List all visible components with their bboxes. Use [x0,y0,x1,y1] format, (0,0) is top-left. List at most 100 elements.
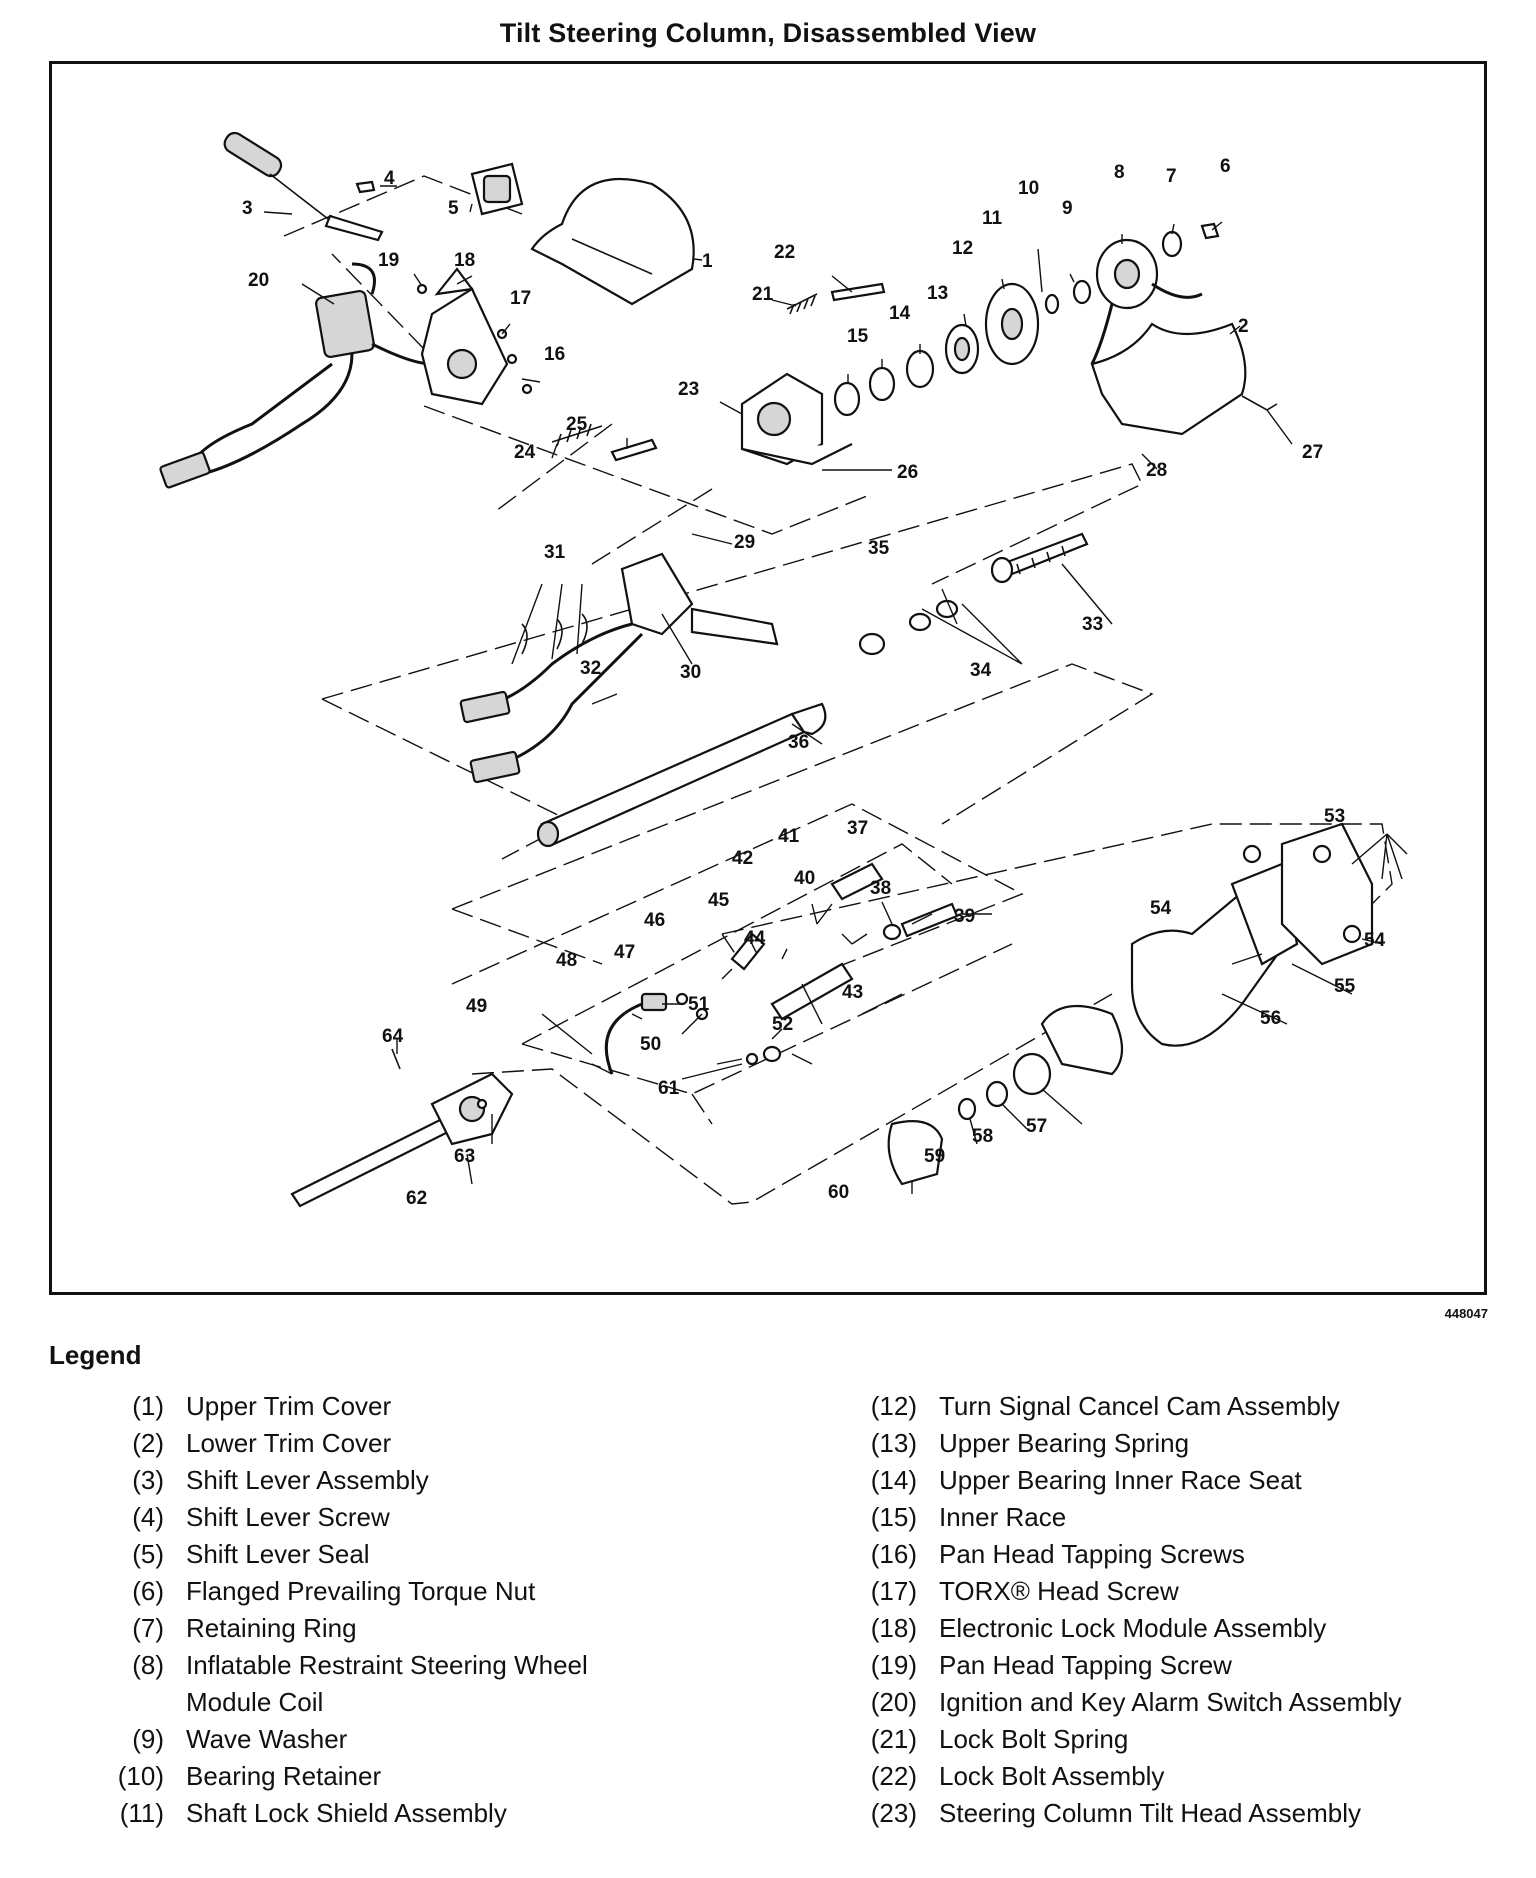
callout-64: 64 [382,1026,404,1047]
callout-13: 13 [927,283,948,304]
callout-7: 7 [1166,166,1177,187]
bearing-retainer-and-washer [1044,279,1092,315]
callout-28: 28 [1146,460,1167,481]
callout-44: 44 [744,928,766,949]
callout-27: 27 [1302,442,1323,463]
callout-17: 17 [510,288,531,309]
callout-1: 1 [702,251,713,272]
multifunction-switch-and-harness [459,552,779,784]
legend-number: (2) [132,1428,164,1458]
legend-number: (6) [132,1576,164,1606]
callout-35: 35 [868,538,890,559]
legend-number: (12) [870,1391,917,1421]
shift-tube-parts [730,862,959,1021]
diagram-frame: 1 2 3 4 5 6 7 8 9 10 11 12 13 14 15 16 1… [49,61,1487,1295]
upper-shaft-and-bearing [858,532,1089,656]
legend-column-left: (1)Upper Trim Cover (2)Lower Trim Cover … [92,1388,752,1832]
legend-item: (8)Inflatable Restraint Steering Wheel M… [92,1647,752,1721]
retaining-ring-and-nut [1161,222,1220,258]
callout-9: 9 [1062,198,1073,219]
legend-item: (2)Lower Trim Cover [92,1425,752,1462]
callout-12: 12 [952,238,973,259]
callout-57: 57 [1026,1116,1047,1137]
legend-item: (3) Shift Lever Assembly [92,1462,752,1499]
legend-label: Wave Washer [186,1724,348,1754]
callout-59: 59 [924,1146,945,1167]
callout-31: 31 [544,542,566,563]
lock-bolt-spring-and-pin [551,423,658,462]
legend-number: (3) [132,1465,164,1495]
lock-bolt-assembly [786,282,886,315]
legend-label: Inflatable Restraint Steering Wheel Modu… [186,1650,588,1717]
legend-item: (17)TORX® Head Screw [845,1573,1505,1610]
legend-item: (7)Retaining Ring [92,1610,752,1647]
callout-15: 15 [847,326,869,347]
legend-item: (19)Pan Head Tapping Screw [845,1647,1505,1684]
legend-item: (21)Lock Bolt Spring [845,1721,1505,1758]
legend-label: Upper Bearing Spring [939,1428,1190,1458]
legend-label: Shift Lever Screw [186,1502,390,1532]
legend-label: Shift Lever Assembly [186,1465,429,1495]
callout-14: 14 [889,303,911,324]
legend-label: Turn Signal Cancel Cam Assembly [939,1391,1340,1421]
legend-item: (23)Steering Column Tilt Head Assembly [845,1795,1505,1832]
legend-item: (1)Upper Trim Cover [92,1388,752,1425]
legend-number: (20) [870,1687,917,1717]
inner-race-and-seats [833,349,935,417]
callout-48: 48 [556,950,577,971]
legend-number: (9) [132,1724,164,1754]
legend-item: (15)Inner Race [845,1499,1505,1536]
legend-item: (6)Flanged Prevailing Torque Nut [92,1573,752,1610]
legend-number: (23) [870,1798,917,1828]
callout-56: 56 [1260,1008,1281,1029]
callout-54-left: 54 [1150,898,1172,919]
shift-lever-assembly [223,131,384,242]
callout-labels: 1 2 3 4 5 6 7 8 9 10 11 12 13 14 15 16 1… [242,156,1386,1209]
legend-label: Electronic Lock Module Assembly [939,1613,1327,1643]
figure-code: 448047 [1444,1306,1488,1321]
legend-label: TORX® Head Screw [939,1576,1179,1606]
legend-number: (4) [132,1502,164,1532]
callout-39: 39 [954,906,975,927]
legend-item: (10)Bearing Retainer [92,1758,752,1795]
turn-signal-cancel-cam [944,323,980,375]
callout-46: 46 [644,910,665,931]
legend-item: (14)Upper Bearing Inner Race Seat [845,1462,1505,1499]
callout-40: 40 [794,868,815,889]
callout-33: 33 [1082,614,1103,635]
callout-49: 49 [466,996,487,1017]
legend-item: (13) Upper Bearing Spring [845,1425,1505,1462]
callout-2: 2 [1238,316,1249,337]
legend-item: (12) Turn Signal Cancel Cam Assembly [845,1388,1505,1425]
callout-30: 30 [680,662,701,683]
legend-label: Upper Trim Cover [186,1391,392,1421]
callout-8: 8 [1114,162,1125,183]
legend-number: (15) [870,1502,917,1532]
legend-number: (14) [870,1465,917,1495]
legend-label: Pan Head Tapping Screws [939,1539,1245,1569]
clip-27 [1241,395,1278,411]
electronic-lock-module-assembly [420,267,509,406]
callout-20: 20 [248,270,269,291]
legend-item: (16)Pan Head Tapping Screws [845,1536,1505,1573]
callout-54-right: 54 [1364,930,1386,951]
callout-53: 53 [1324,806,1345,827]
callout-42: 42 [732,848,753,869]
legend-number: (22) [870,1761,917,1791]
callout-34: 34 [970,660,992,681]
ignition-and-key-alarm-switch-assembly [159,262,433,489]
shift-lever-seal [470,162,524,216]
callout-3: 3 [242,198,253,219]
legend-number: (13) [870,1428,917,1458]
callout-38: 38 [870,878,891,899]
legend-number: (7) [132,1613,164,1643]
legend-number: (11) [119,1798,164,1828]
legend-label: Pan Head Tapping Screw [939,1650,1232,1680]
callout-22: 22 [774,242,795,263]
legend-item: (11)Shaft Lock Shield Assembly [92,1795,752,1832]
column-shaft-lower [290,1048,514,1208]
lock-actuator-parts [604,992,782,1075]
shaft-lock-shield [984,282,1040,366]
legend-number: (5) [132,1539,164,1569]
callout-25: 25 [566,414,588,435]
